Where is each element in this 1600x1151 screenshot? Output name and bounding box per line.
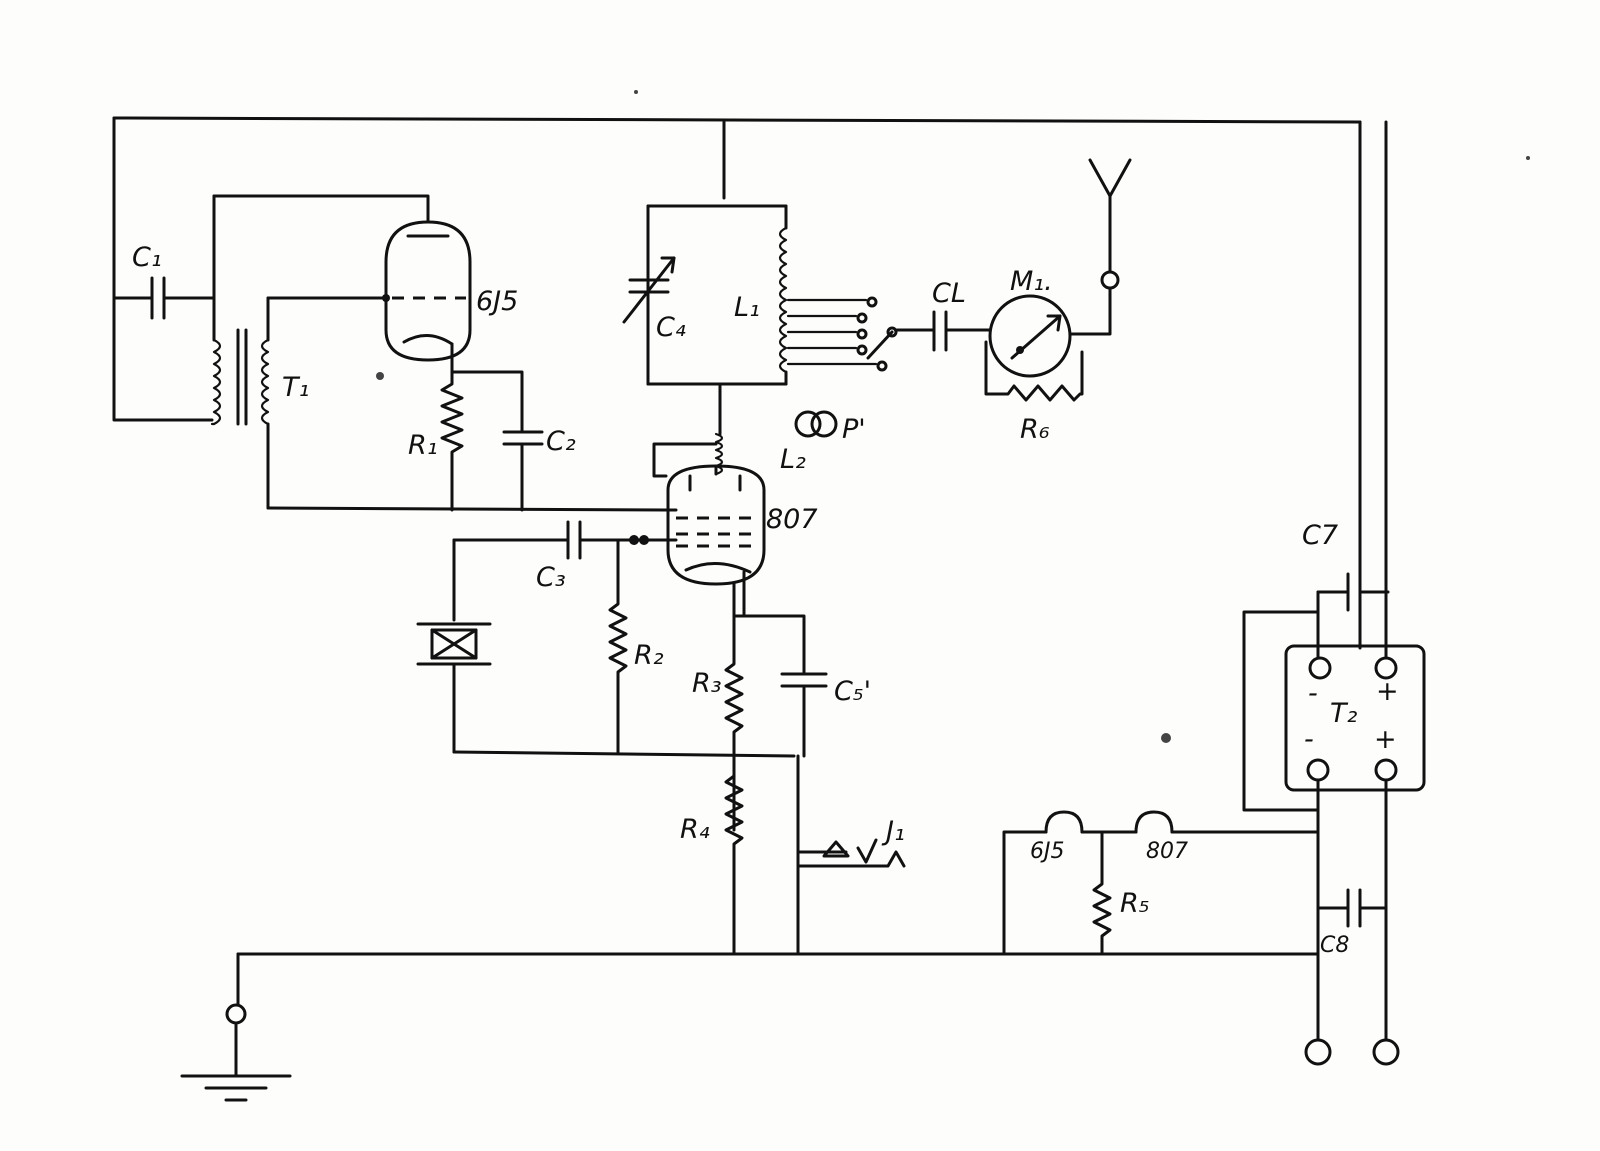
- grid-wire: [266, 506, 668, 512]
- meter-m1: [988, 286, 1112, 378]
- label-tube-807: 807: [766, 504, 818, 535]
- ground-bus: [180, 952, 1314, 1102]
- label-c4: C₄: [656, 312, 686, 343]
- label-c8: C8: [1320, 933, 1349, 958]
- capacitor-cl: [932, 310, 992, 352]
- resistor-r1: [440, 370, 524, 512]
- capacitor-c1: [112, 194, 430, 342]
- label-r5: R₅: [1120, 888, 1150, 919]
- label-t2-plus-top: +: [1376, 676, 1399, 707]
- tank-c4: [622, 204, 788, 386]
- resistor-r6: [984, 340, 1084, 402]
- label-r4: R₄: [680, 814, 710, 845]
- coil-l1: [778, 204, 936, 386]
- capacitor-c2: [502, 430, 544, 512]
- antenna: [1088, 158, 1132, 290]
- label-t2: T₂: [1330, 698, 1357, 729]
- label-l1: L₁: [734, 292, 760, 323]
- tube-807: [648, 442, 766, 618]
- cathode-return: [452, 750, 796, 758]
- label-r2: R₂: [634, 640, 664, 671]
- label-t2-plus-bottom: +: [1374, 724, 1397, 755]
- resistor-r5: [1092, 830, 1112, 956]
- label-r3: R₃: [692, 668, 722, 699]
- transformer-t1: [210, 296, 388, 510]
- capacitor-c7: [1316, 572, 1390, 662]
- label-c5: C₅': [834, 676, 871, 707]
- label-j1: J₁: [881, 816, 905, 847]
- label-t1: T₁: [282, 372, 309, 403]
- label-heater-6j5: 6J5: [1030, 839, 1064, 864]
- resistor-r2: [608, 538, 628, 754]
- capacitor-c5: [732, 614, 828, 758]
- supply-leads: [1304, 778, 1400, 1066]
- tube-6j5: [382, 220, 472, 374]
- label-m1: M₁.: [1010, 266, 1053, 297]
- label-l2: L₂: [780, 444, 806, 475]
- label-cl: CL: [932, 278, 966, 309]
- label-t2-minus-bottom: -: [1304, 724, 1314, 755]
- jack-j1: [796, 754, 906, 956]
- label-p1: P': [842, 414, 866, 445]
- label-heater-807: 807: [1146, 839, 1188, 864]
- capacitor-c3: [452, 520, 652, 560]
- resistor-r3: [724, 582, 744, 832]
- heater-string: [1002, 810, 1314, 956]
- crystal: [416, 538, 492, 754]
- pilot-lamp-p1: [794, 410, 838, 438]
- resistor-r4: [724, 774, 744, 956]
- label-r1: R₁: [408, 430, 438, 461]
- label-c3: C₃: [536, 562, 566, 593]
- label-c7: C7: [1302, 520, 1338, 551]
- label-c1: C₁: [132, 242, 162, 273]
- top-rail: [112, 116, 1362, 650]
- scan-specks: [376, 90, 1530, 743]
- label-tube-6j5: 6J5: [476, 286, 518, 317]
- label-r6: R₆: [1020, 414, 1050, 445]
- label-t2-minus-top: -: [1308, 678, 1318, 709]
- capacitor-c8: [1316, 888, 1388, 928]
- label-c2: C₂: [546, 426, 576, 457]
